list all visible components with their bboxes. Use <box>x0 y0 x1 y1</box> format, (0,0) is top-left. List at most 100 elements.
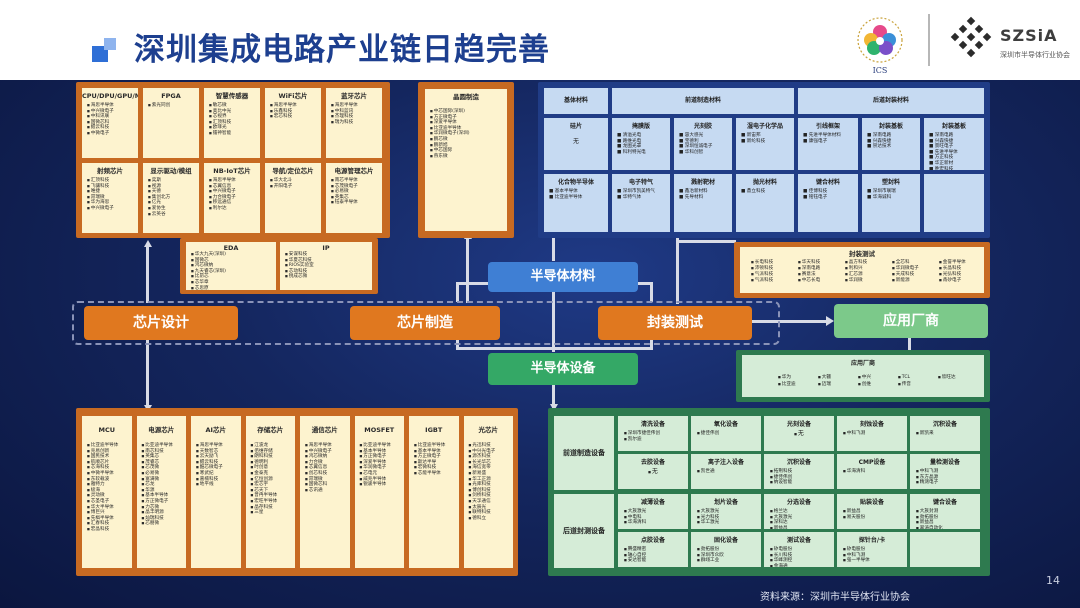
materials-equipment-connector <box>552 290 555 352</box>
cell-list: ■ 鑫冶新材料■ 先导材料 <box>674 186 732 200</box>
list-item: 凯尔迪 <box>618 437 688 443</box>
design-category-cell: 存储芯片江波龙佰维存储朗科科技德明利时创意金泰克忆恒创源宏芯宇芯天下普冉半导体宏… <box>245 416 296 568</box>
cell-title: 智慧传感器 <box>215 92 249 100</box>
list-item: ■ 新宙邦 <box>741 133 761 138</box>
list-item: 英集芯 <box>137 454 187 460</box>
cell-list: 无 <box>618 466 688 476</box>
material-cell: 电子特气■ 深圳市凯美特气■ 华特气体 <box>612 174 670 232</box>
cell-list: ■ 深南电路■ 兴森快捷■ 崇达技术 <box>862 130 920 150</box>
cell-title: 通信芯片 <box>311 426 338 434</box>
cell-list: 无 <box>764 428 834 438</box>
equipment-cell: 分选设备格兰达大族激光深科达新益昌 <box>764 494 834 529</box>
list-item: 灵动微 <box>82 493 132 499</box>
list-item: ■ 华正新材 <box>929 160 954 166</box>
list-item: 剑桥科技 <box>464 493 514 499</box>
szsia-logo <box>950 16 992 58</box>
process-chip-manufacturing[interactable]: 芯片制造 <box>350 306 500 340</box>
list-item: 奥比中光 <box>204 109 260 115</box>
list-item: 拓荆科技 <box>764 469 834 475</box>
list-item: 博巨兴 <box>82 510 132 516</box>
list-item: 深爱半导体 <box>425 120 507 126</box>
list-item: 海思半导体 <box>300 443 350 449</box>
packaging-panel: 封装测试 长电科技沛顿科技气派科技气派科技华天科技深南电路赛意法中芯长电晶方科技… <box>734 242 990 298</box>
list-item: 欧菲光 <box>204 125 260 131</box>
cell-list: 华大北斗开阳电子 <box>265 175 321 189</box>
list-item: 方正微电子 <box>355 454 405 460</box>
cell-list: 大族封测劲拓股份新益昌翠涛自动化 <box>910 506 980 529</box>
list-item: 芯海科技 <box>82 465 132 471</box>
list-item: 天成科技 <box>887 272 914 278</box>
list-item: 三星 <box>246 510 296 516</box>
list-item: 宏旺半导体 <box>246 499 296 505</box>
cell-title: 封装基板 <box>878 123 903 130</box>
process-packaging-testing[interactable]: 封装测试 <box>598 306 752 340</box>
process-chip-design[interactable]: 芯片设计 <box>84 306 238 340</box>
slide-title: 深圳集成电路产业链日趋完善 <box>134 32 550 68</box>
material-cell: 溅射靶材■ 鑫冶新材料■ 先导材料 <box>674 174 732 232</box>
list-item: 集创北方 <box>143 195 199 201</box>
cell-list: ■ 清溢光电■ 路维光电■ 龙图光罩■ 科利特光电 <box>612 130 670 155</box>
list-item: 芯电元 <box>355 471 405 477</box>
material-cell-empty <box>924 174 984 232</box>
list-item: 传音 <box>892 382 911 388</box>
list-item: 大族激光 <box>691 509 761 515</box>
cell-list: 比亚迪半导体兆易创新国民技术航顺芯片芯海科技中微半导体东软载波雅特力极海灵动微芯… <box>82 440 132 533</box>
list-item: 爱协生 <box>143 206 199 212</box>
list-item: 江波龙 <box>246 443 296 449</box>
cell-list: 无 <box>544 130 608 145</box>
design-category-cell: 射频芯片汇顶科技飞骧科技唯捷昂瑞微华为海思中兴微电子 <box>82 163 138 233</box>
cell-title: 引线框架 <box>815 123 840 130</box>
list-item: 比亚迪半导体 <box>82 443 132 449</box>
list-item: 海思半导体 <box>326 103 382 109</box>
cell-list: ■ 鼎立科技 <box>736 186 794 195</box>
list-item: 极海 <box>82 488 132 494</box>
equipment-cell: 键合设备大族封测劲拓股份新益昌翠涛自动化 <box>910 494 980 529</box>
list-item: 大族激光 <box>618 509 688 515</box>
cell-title: 光刻胶 <box>693 123 712 130</box>
szsia-subtitle: 深圳市半导体行业协会 <box>1000 51 1070 59</box>
list-item: 国微芯科 <box>82 120 138 126</box>
list-item: ■ 先导材料 <box>679 194 704 200</box>
list-item: 纳设智能 <box>764 480 834 486</box>
design-category-cell: AI芯片海思半导体天数智芯云天励飞鲲云科技酷芯微电子寒武纪嘉楠科技地平线 <box>191 416 241 568</box>
cell-title: 电源芯片 <box>148 426 175 434</box>
list-item: 比亚迪半导体 <box>137 443 187 449</box>
list-item: 格兰达 <box>764 509 834 515</box>
list-item: 捷佳伟创 <box>691 431 761 437</box>
packaging-title: 封装测试 <box>849 250 875 258</box>
list-item: 晶丰明源 <box>137 510 187 516</box>
process-application-vendors[interactable]: 应用厂商 <box>834 304 988 338</box>
list-item: 深圳市众欣 <box>691 553 761 559</box>
process-semiconductor-equipment[interactable]: 半导体设备 <box>488 353 638 385</box>
list-item: 基本半导体 <box>409 449 459 455</box>
cell-title: MOSFET <box>364 426 395 434</box>
list-item: ■ 龙图光罩 <box>617 144 642 150</box>
list-item: 国民技术 <box>82 454 132 460</box>
list-item: 海思半导体 <box>265 103 321 109</box>
list-item: 汇芯源 <box>840 272 863 278</box>
design-bottom-connector <box>146 340 149 408</box>
cell-title: 光刻设备 <box>786 421 811 428</box>
process-semiconductor-materials[interactable]: 半导体材料 <box>488 262 638 292</box>
cell-list: 海思半导体乐鑫科技宏芯科技 <box>265 100 321 120</box>
list-item: ■ 基本半导体 <box>549 189 578 194</box>
list-item: 易天股份 <box>837 515 907 521</box>
list-item: 气派科技 <box>746 278 773 284</box>
list-item: 中电科 <box>618 515 688 521</box>
material-cell: 键合材料■ 佳博科技■ 铭钰电子 <box>798 174 858 232</box>
list-item: 晶存科技 <box>246 505 296 511</box>
application-title: 应用厂商 <box>850 360 875 367</box>
list-item: 云英谷 <box>143 212 199 218</box>
list-item: 飞骧科技 <box>82 184 138 190</box>
list-item: 新易盛 <box>464 471 514 477</box>
list-item: 汇顶科技 <box>82 178 138 184</box>
list-item: 深南电路 <box>793 266 820 272</box>
list-item: 昂瑞微 <box>300 477 350 483</box>
cell-title: IGBT <box>425 426 443 434</box>
design-category-cell: 蓝牙芯片海思半导体中科蓝讯杰理科技瑞为科技 <box>326 88 382 158</box>
cell-list: 捷佳伟创 <box>691 428 761 437</box>
equipment-group-label: 前道制造设备 <box>563 449 605 457</box>
list-item: 国微芯科 <box>300 482 350 488</box>
materials-connector <box>552 237 555 261</box>
list-item: 新益昌 <box>837 509 907 515</box>
